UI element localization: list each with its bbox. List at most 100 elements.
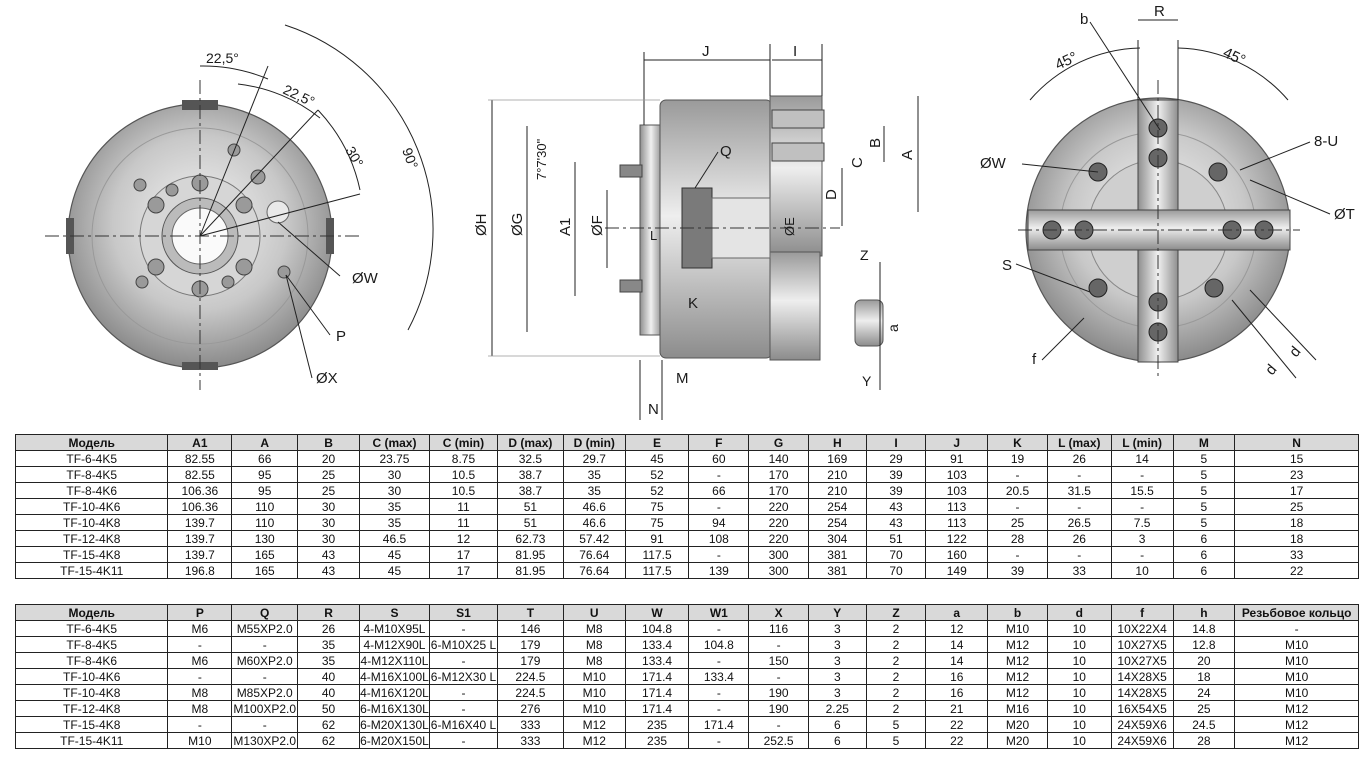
table-cell: 122 — [925, 530, 989, 547]
table-cell: M12 — [987, 668, 1048, 685]
rear-view: R b 45° 45° ØW 8-U ØT S f d d — [980, 3, 1355, 380]
table-cell: 5 — [1172, 514, 1236, 531]
dim-f: ØF — [589, 215, 606, 236]
table-cell: 3 — [1110, 530, 1174, 547]
table-cell: 139.7 — [167, 546, 233, 563]
table-cell: M8 — [562, 636, 626, 653]
detail-z: Z — [860, 247, 869, 263]
table-cell: - — [688, 732, 750, 749]
column-header: N — [1234, 434, 1359, 451]
dim-c: C — [849, 157, 866, 168]
table-cell: 106.36 — [167, 498, 233, 515]
table-cell: 133.4 — [624, 636, 690, 653]
table-cell: 276 — [496, 700, 564, 717]
table-cell: 22 — [1234, 562, 1359, 579]
table-cell: 333 — [496, 716, 564, 733]
table-cell: 24 — [1172, 684, 1236, 701]
table-cell: 16X54X5 — [1110, 700, 1174, 717]
column-header: T — [496, 604, 564, 621]
table-cell: M20 — [987, 732, 1048, 749]
table-cell: 25 — [1172, 700, 1236, 717]
table-cell: 30 — [297, 514, 360, 531]
table-cell: - — [748, 636, 809, 653]
table-cell: - — [167, 668, 233, 685]
column-header: L (max) — [1046, 434, 1112, 451]
table-cell: 104.8 — [624, 620, 690, 637]
table-cell: 5 — [1172, 466, 1236, 483]
table-cell: 3 — [807, 668, 867, 685]
column-header: F — [688, 434, 750, 451]
table-cell: - — [987, 466, 1048, 483]
column-header: R — [297, 604, 360, 621]
table-cell: 149 — [925, 562, 989, 579]
table-cell: 300 — [748, 546, 809, 563]
table-cell: 23 — [1234, 466, 1359, 483]
table-cell: 2 — [865, 652, 927, 669]
table-cell: 10 — [1046, 716, 1112, 733]
table-cell: - — [231, 668, 299, 685]
dim-m: M — [676, 370, 689, 387]
column-header: A1 — [167, 434, 233, 451]
table-cell: 6-M20X150L — [358, 732, 430, 749]
table-cell: 91 — [624, 530, 690, 547]
table-cell: 117.5 — [624, 546, 690, 563]
table-cell: - — [688, 466, 750, 483]
table-cell: 6-M10X25 L — [428, 636, 498, 653]
table-cell: 103 — [925, 466, 989, 483]
table-cell: 4-M16X120L — [358, 684, 430, 701]
table-cell: 110 — [231, 498, 299, 515]
column-header: J — [925, 434, 989, 451]
table-cell: 11 — [428, 498, 498, 515]
table-cell: 46.5 — [358, 530, 430, 547]
side-view: J I ØH ØG A1 ØF 7°7'30" A B C D Q K ØE L… — [473, 43, 919, 420]
table-cell: M60XP2.0 — [231, 652, 299, 669]
table-cell: 10.5 — [428, 466, 498, 483]
table-cell: TF-8-4K5 — [14, 636, 169, 653]
table-cell: M10 — [1234, 652, 1359, 669]
table-cell: 4-M10X95L — [358, 620, 430, 637]
table-cell: 30 — [297, 530, 360, 547]
label-e: ØE — [782, 217, 797, 236]
table-cell: 28 — [1172, 732, 1236, 749]
table-cell: M8 — [167, 684, 233, 701]
table-cell: 46.6 — [562, 514, 626, 531]
column-header: C (max) — [358, 434, 430, 451]
table-cell: 5 — [865, 716, 927, 733]
table-cell: - — [231, 716, 299, 733]
table-cell: 24X59X6 — [1110, 732, 1174, 749]
table-cell: 75 — [624, 498, 690, 515]
callout-p: P — [336, 328, 346, 345]
table-cell: 2 — [865, 636, 927, 653]
table-cell: 38.7 — [496, 482, 564, 499]
table-cell: - — [428, 652, 498, 669]
column-header: a — [925, 604, 989, 621]
table-cell: 18 — [1172, 668, 1236, 685]
table-cell: TF-10-4K8 — [14, 684, 169, 701]
table-cell: - — [688, 620, 750, 637]
table-cell: 171.4 — [624, 684, 690, 701]
table-cell: 169 — [807, 450, 867, 467]
table-cell: M20 — [987, 716, 1048, 733]
table-cell: 19 — [987, 450, 1048, 467]
table-cell: 82.55 — [167, 466, 233, 483]
table-cell: 4-M16X100L — [358, 668, 430, 685]
table-cell: 25 — [1234, 498, 1359, 515]
table-cell: 10X27X5 — [1110, 652, 1174, 669]
table-cell: 3 — [807, 620, 867, 637]
table-cell: 10 — [1046, 620, 1112, 637]
table-cell: M12 — [1234, 716, 1359, 733]
table-cell: M12 — [1234, 732, 1359, 749]
table-cell: 20.5 — [987, 482, 1048, 499]
table-cell: 254 — [807, 514, 867, 531]
table-cell: M55XP2.0 — [231, 620, 299, 637]
table-cell: 5 — [1172, 498, 1236, 515]
table-cell: TF-10-4K6 — [14, 498, 169, 515]
